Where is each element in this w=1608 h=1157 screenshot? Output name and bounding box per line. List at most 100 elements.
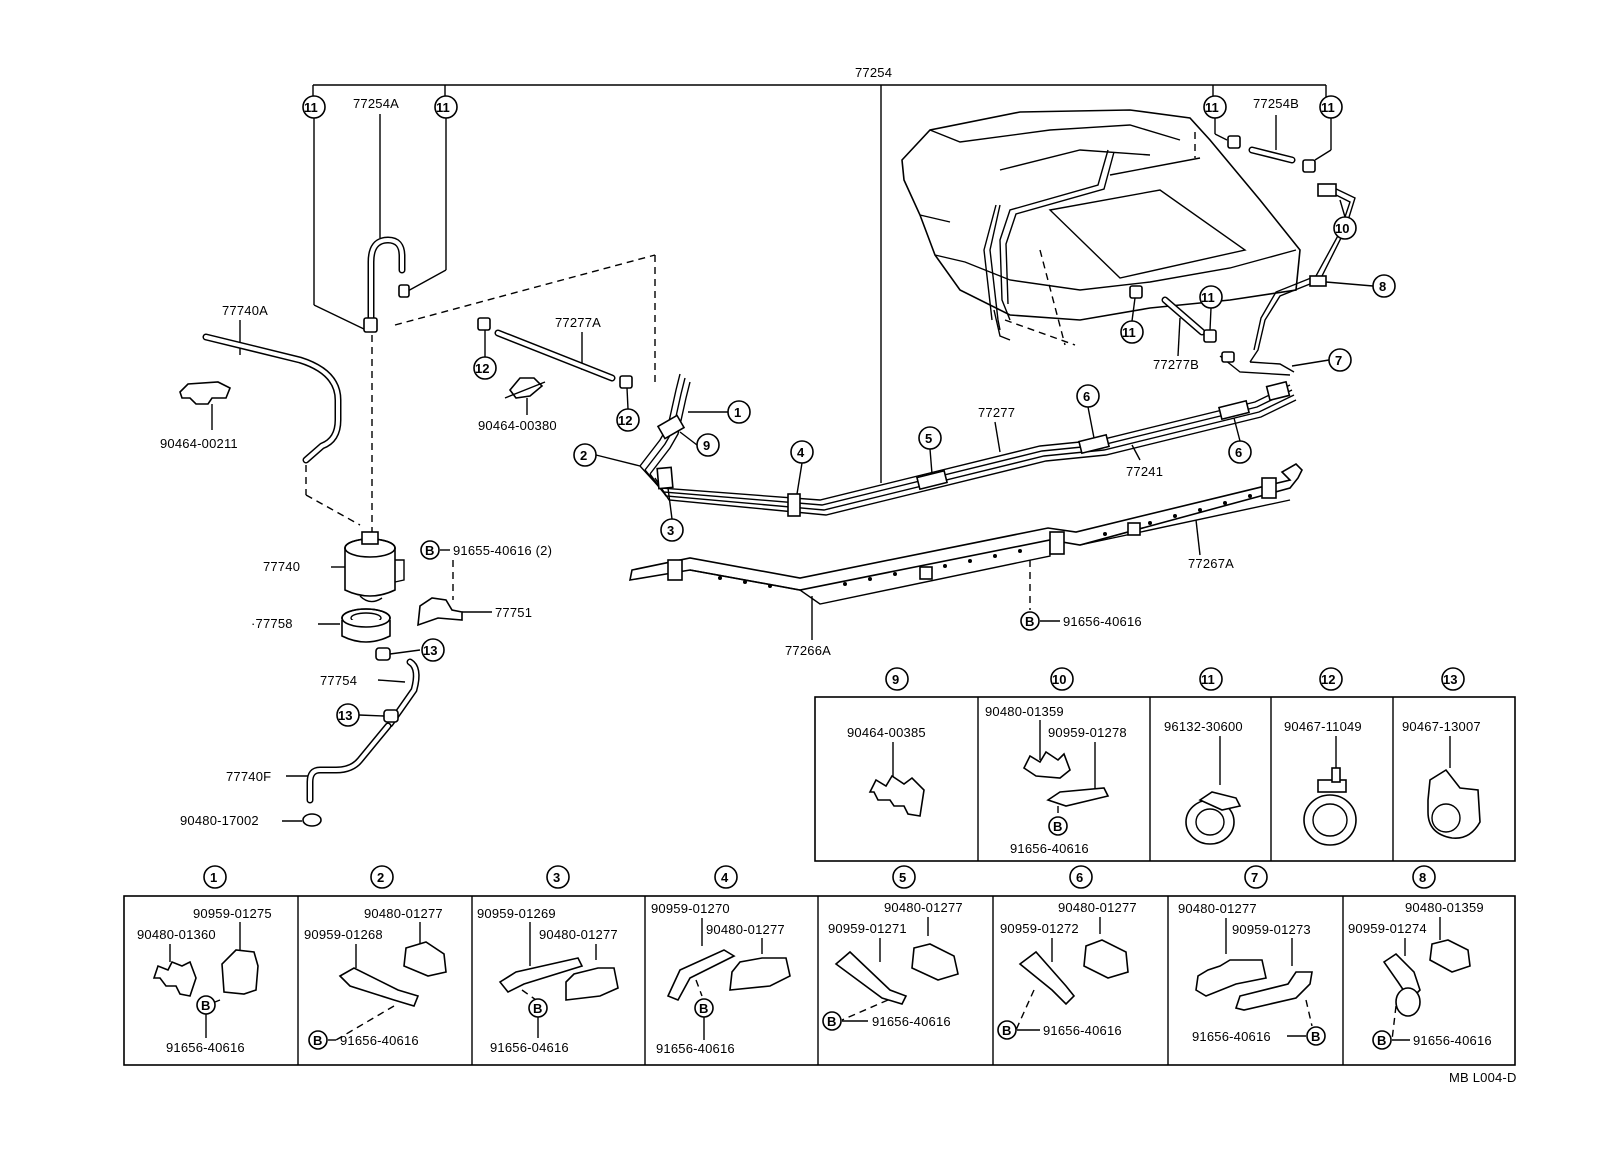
protector-rails: 77267A 77266A B 91656-40616 [628,463,1303,658]
svg-text:91656-04616: 91656-04616 [490,1040,569,1055]
footer-code: MB L004-D [1449,1070,1517,1085]
svg-text:8: 8 [1379,279,1386,294]
label-77254: 77254 [855,65,892,80]
group-77254A: 11 11 77254A [302,95,458,333]
svg-text:12: 12 [1321,672,1335,687]
svg-text:90959-01272: 90959-01272 [1000,921,1079,936]
svg-text:3: 3 [553,870,560,885]
detail-box-3: 3 90959-01269 90480-01277 B 91656-04616 [477,865,619,1055]
bracket-77254: 77254 [312,65,1327,483]
svg-text:4: 4 [797,445,805,460]
svg-text:5: 5 [899,870,906,885]
svg-text:91656-40616: 91656-40616 [1043,1023,1122,1038]
svg-text:9: 9 [703,438,710,453]
fuel-tank [901,109,1301,346]
hose-77740A: 77740A [202,303,373,535]
svg-text:B: B [827,1014,836,1029]
svg-text:12: 12 [618,413,632,428]
svg-text:90959-01274: 90959-01274 [1348,921,1427,936]
label-77254B: 77254B [1253,96,1299,111]
detail-table-bottom: 1 90959-01275 90480-01360 B 91656-40616 … [123,865,1516,1066]
svg-text:B: B [425,543,434,558]
svg-text:90480-01359: 90480-01359 [985,704,1064,719]
label-77277: 77277 [978,405,1015,420]
detail-box-2: 2 90480-01277 90959-01268 B 91656-40616 [304,865,447,1050]
canister-77740: 77740 [263,531,405,603]
svg-text:2: 2 [377,870,384,885]
hose-77740F: 77740F 90480-17002 [180,722,392,828]
svg-text:B: B [1377,1033,1386,1048]
label-77740A: 77740A [222,303,268,318]
svg-text:13: 13 [423,643,437,658]
svg-text:90480-01277: 90480-01277 [1058,900,1137,915]
svg-text:4: 4 [721,870,729,885]
svg-text:90480-01277: 90480-01277 [364,906,443,921]
svg-text:90959-01278: 90959-01278 [1048,725,1127,740]
svg-text:11: 11 [436,100,450,115]
svg-text:90480-01277: 90480-01277 [706,922,785,937]
svg-text:90959-01268: 90959-01268 [304,927,383,942]
detail-box-4: 4 90959-01270 90480-01277 B 91656-40616 [651,865,791,1056]
svg-text:1: 1 [210,870,217,885]
clamp-13-upper: 13 [375,638,445,662]
svg-text:91656-40616: 91656-40616 [166,1040,245,1055]
detail-box-10: 10 90480-01359 90959-01278 B 91656-40616 [985,667,1127,856]
hose-77754: 77754 13 [320,658,420,728]
detail-box-11: 11 96132-30600 [1164,667,1243,845]
detail-box-12: 12 90467-11049 [1284,667,1362,846]
hose-77254B: 11 11 77254B [1203,95,1343,173]
detail-box-7: 7 90480-01277 90959-01273 B 91656-40616 [1178,865,1326,1046]
svg-text:90480-01360: 90480-01360 [137,927,216,942]
svg-text:91656-40616: 91656-40616 [1010,841,1089,856]
svg-text:96132-30600: 96132-30600 [1164,719,1243,734]
svg-text:6: 6 [1235,445,1242,460]
svg-text:90464-00385: 90464-00385 [847,725,926,740]
label-90480-17002: 90480-17002 [180,813,259,828]
svg-text:6: 6 [1083,389,1090,404]
svg-text:13: 13 [1443,672,1457,687]
detail-box-13: 13 90467-13007 [1402,667,1481,839]
svg-text:2: 2 [580,448,587,463]
svg-text:90480-01277: 90480-01277 [1178,901,1257,916]
label-77277B: 77277B [1153,357,1199,372]
svg-text:B: B [201,998,210,1013]
svg-text:90959-01269: 90959-01269 [477,906,556,921]
svg-text:90480-01277: 90480-01277 [884,900,963,915]
svg-text:B: B [1311,1029,1320,1044]
label-77277A: 77277A [555,315,601,330]
svg-text:B: B [1002,1023,1011,1038]
detail-table-top: 9 90464-00385 10 90480-01359 90959-01278… [814,667,1516,862]
svg-text:91656-40616: 91656-40616 [1192,1029,1271,1044]
svg-text:91656-40616: 91656-40616 [656,1041,735,1056]
svg-text:90480-01277: 90480-01277 [539,927,618,942]
svg-text:11: 11 [1205,100,1219,115]
label-77754: 77754 [320,673,357,688]
label-77254A: 77254A [353,96,399,111]
svg-text:10: 10 [1052,672,1066,687]
svg-text:11: 11 [1321,100,1335,115]
svg-text:B: B [533,1001,542,1016]
bracket-77751: B 91655-40616 (2) 77751 [417,540,552,627]
svg-text:91656-40616: 91656-40616 [340,1033,419,1048]
label-91655-40616: 91655-40616 (2) [453,543,552,558]
svg-text:11: 11 [1201,672,1215,687]
svg-text:90959-01271: 90959-01271 [828,921,907,936]
svg-text:10: 10 [1335,221,1349,236]
label-77758: ·77758 [251,616,293,631]
label-77740: 77740 [263,559,300,574]
svg-text:7: 7 [1251,870,1258,885]
hose-77277B: 11 11 77277B [1120,285,1235,372]
ring-77758: ·77758 [251,608,391,643]
label-77267A: 77267A [1188,556,1234,571]
detail-box-8: 8 90480-01359 90959-01274 B 91656-40616 [1348,865,1492,1050]
label-90464-00211: 90464-00211 [160,436,238,451]
label-90464-00380: 90464-00380 [478,418,557,433]
detail-box-5: 5 90480-01277 90959-01271 B 91656-40616 [822,865,963,1031]
tube-bundle: 77277 77241 1 9 2 3 4 5 6 6 [573,373,1297,542]
label-77266A: 77266A [785,643,831,658]
svg-text:91656-40616: 91656-40616 [1413,1033,1492,1048]
svg-text:90467-13007: 90467-13007 [1402,719,1481,734]
svg-text:90959-01275: 90959-01275 [193,906,272,921]
